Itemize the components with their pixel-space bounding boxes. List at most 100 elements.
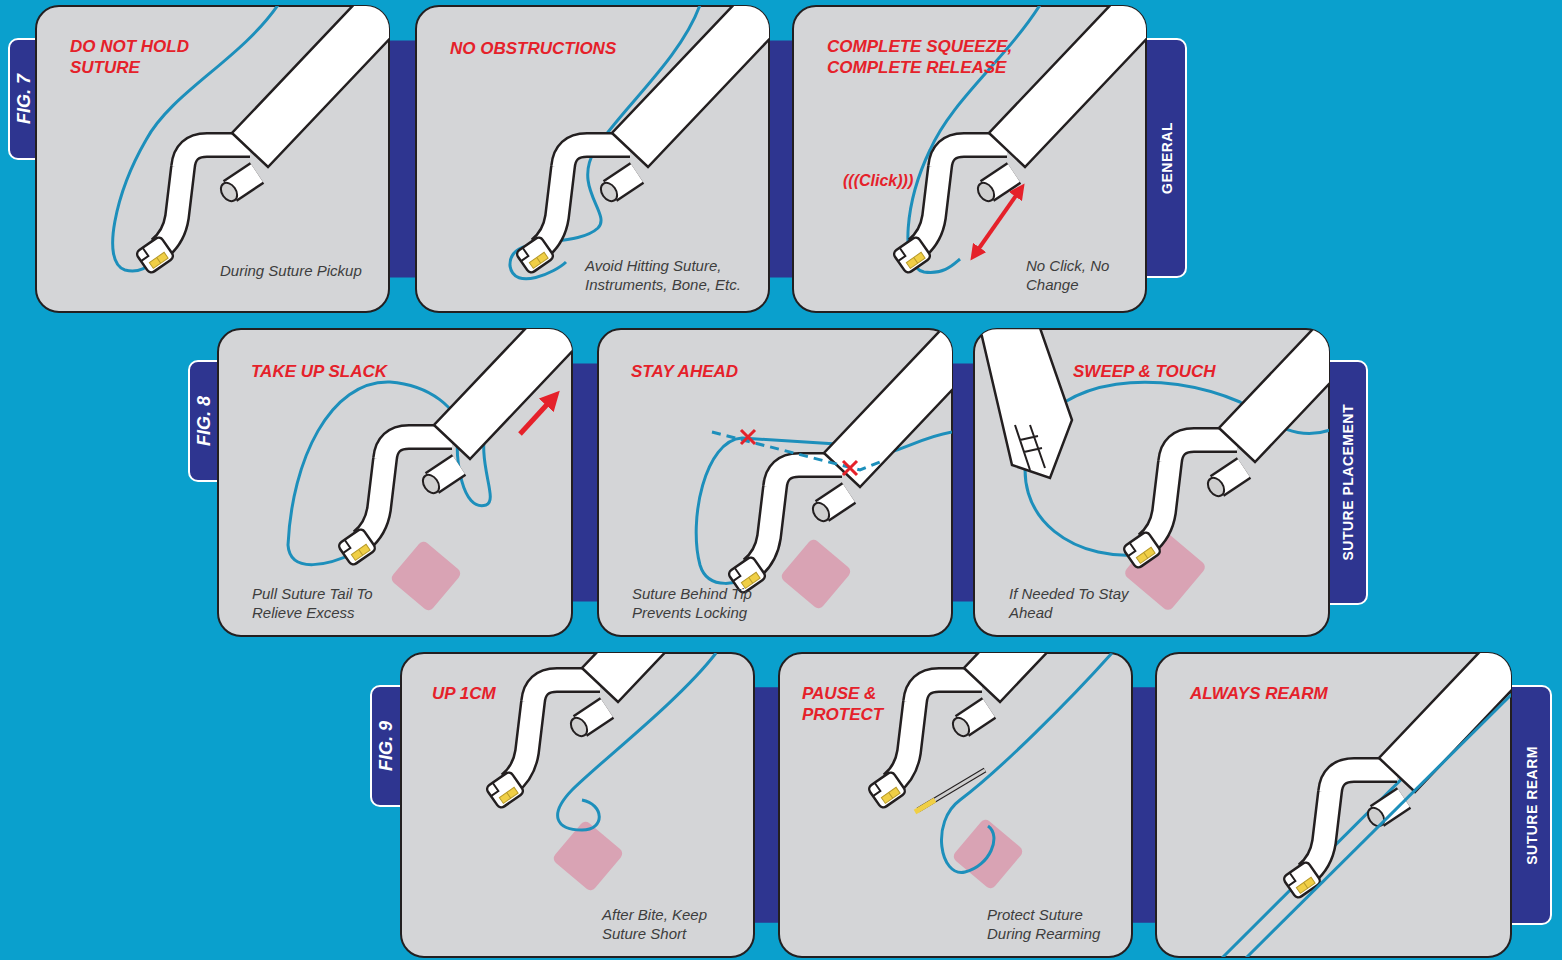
tab-label: FIG. 7 xyxy=(15,74,35,124)
panel-heading: SWEEP & TOUCH xyxy=(1073,362,1313,383)
panel-heading: DO NOT HOLD SUTURE xyxy=(70,37,220,78)
panel-caption: After Bite, Keep Suture Short xyxy=(602,906,742,944)
panel-illustration xyxy=(892,6,1146,274)
tissue-patch xyxy=(779,537,852,610)
suture-line xyxy=(1025,382,1329,555)
panel-connector xyxy=(573,364,597,602)
suture-instrument xyxy=(485,653,754,809)
text-slot: NO OBSTRUCTIONS xyxy=(450,39,750,60)
text-slot: During Suture Pickup xyxy=(220,262,380,281)
suture-instrument xyxy=(1122,329,1329,569)
suture-instrument xyxy=(515,6,769,274)
panel-heading: ALWAYS REARM xyxy=(1190,684,1490,705)
text-slot: If Needed To Stay Ahead xyxy=(1009,585,1129,623)
panel-connector xyxy=(755,687,778,923)
suture-line xyxy=(1246,694,1511,957)
grasper-jaw xyxy=(1015,425,1045,470)
suture-line xyxy=(558,653,716,830)
text-slot: SWEEP & TOUCH xyxy=(1073,362,1313,383)
panel-caption: During Suture Pickup xyxy=(220,262,380,281)
text-slot: STAY AHEAD xyxy=(631,362,931,383)
pull-arrow xyxy=(520,398,553,434)
instruction-panel: DO NOT HOLD SUTURE During Suture Pickup xyxy=(35,5,390,313)
panel-connector xyxy=(1133,687,1155,923)
tab-label: FIG. 9 xyxy=(377,721,397,771)
text-slot: Protect Suture During Rearming xyxy=(987,906,1122,944)
click-label: (((Click))) xyxy=(843,172,913,190)
text-slot: After Bite, Keep Suture Short xyxy=(602,906,742,944)
panel-illustration xyxy=(980,329,1329,612)
instruction-panel: STAY AHEAD Suture Behind Tip Prevents Loc… xyxy=(597,328,953,637)
panel-illustration xyxy=(113,6,389,274)
suture-path-dashed xyxy=(712,432,880,470)
needle-rod xyxy=(918,770,985,810)
tab-label: SUTURE PLACEMENT xyxy=(1341,404,1356,561)
tab-label: GENERAL xyxy=(1160,122,1175,194)
panel-illustration xyxy=(288,329,572,613)
tissue-patch xyxy=(551,819,624,892)
text-slot: DO NOT HOLD SUTURE xyxy=(70,37,220,78)
instruction-panel: UP 1CM After Bite, Keep Suture Short xyxy=(400,652,755,958)
suture-line xyxy=(696,432,952,583)
text-slot: Avoid Hitting Suture, Instruments, Bone,… xyxy=(585,257,760,295)
tab-label: FIG. 8 xyxy=(195,396,215,446)
panel-caption: Avoid Hitting Suture, Instruments, Bone,… xyxy=(585,257,760,295)
instruction-panel: COMPLETE SQUEEZE, COMPLETE RELEASE No Cli… xyxy=(792,5,1147,313)
grasper-instrument xyxy=(980,329,1072,478)
panel-connector xyxy=(953,364,973,602)
instruction-panel: NO OBSTRUCTIONS Avoid Hitting Suture, Ins… xyxy=(415,5,770,313)
suture-instrument xyxy=(1282,653,1511,899)
suture-line xyxy=(908,6,1040,273)
panel-heading: PAUSE & PROTECT xyxy=(802,684,912,725)
panel-caption: Suture Behind Tip Prevents Locking xyxy=(632,585,772,623)
panel-heading: NO OBSTRUCTIONS xyxy=(450,39,750,60)
panel-illustration xyxy=(867,653,1132,891)
panel-connector xyxy=(770,40,792,277)
suture-instrument xyxy=(337,329,572,566)
text-slot: TAKE UP SLACK xyxy=(251,362,551,383)
text-slot: PAUSE & PROTECT xyxy=(802,684,912,725)
panel-caption: If Needed To Stay Ahead xyxy=(1009,585,1129,623)
text-slot: COMPLETE SQUEEZE, COMPLETE RELEASE xyxy=(827,37,1062,78)
text-slot: Suture Behind Tip Prevents Locking xyxy=(632,585,772,623)
panel-illustration xyxy=(510,6,769,279)
needle-rod xyxy=(918,770,985,810)
panel-illustration xyxy=(1222,653,1511,957)
instruction-panel: TAKE UP SLACK Pull Suture Tail To Relieve… xyxy=(217,328,573,637)
panel-illustration xyxy=(696,329,952,611)
panel-heading: TAKE UP SLACK xyxy=(251,362,551,383)
text-slot: No Click, No Change xyxy=(1026,257,1111,295)
panel-heading: COMPLETE SQUEEZE, COMPLETE RELEASE xyxy=(827,37,1062,78)
panel-caption: Protect Suture During Rearming xyxy=(987,906,1122,944)
suture-instrument xyxy=(892,6,1146,274)
panel-caption: Pull Suture Tail To Relieve Excess xyxy=(252,585,392,623)
squeeze-arrow xyxy=(975,190,1020,254)
tissue-patch xyxy=(389,539,462,612)
suture-line xyxy=(1222,676,1505,957)
text-slot: ALWAYS REARM xyxy=(1190,684,1490,705)
tissue-patch xyxy=(951,817,1024,890)
suture-instrument xyxy=(135,6,389,274)
panel-heading: STAY AHEAD xyxy=(631,362,931,383)
instruction-panel: ALWAYS REARM xyxy=(1155,652,1512,958)
tab-label: SUTURE REARM xyxy=(1525,746,1540,865)
suture-line xyxy=(113,6,278,271)
suture-instrument xyxy=(867,653,1132,809)
tissue-patch xyxy=(1123,528,1208,613)
text-slot: Pull Suture Tail To Relieve Excess xyxy=(252,585,392,623)
text-slot: UP 1CM xyxy=(432,684,732,705)
suture-instrument xyxy=(727,329,952,594)
instruction-panel: SWEEP & TOUCH If Needed To Stay Ahead xyxy=(973,328,1330,637)
lock-mark xyxy=(741,430,857,475)
suture-line xyxy=(941,653,1112,872)
suture-line xyxy=(510,6,700,279)
panel-heading: UP 1CM xyxy=(432,684,732,705)
suture-line xyxy=(288,330,566,565)
needle-tip xyxy=(915,800,935,812)
panel-caption: No Click, No Change xyxy=(1026,257,1111,295)
panel-illustration xyxy=(485,653,754,893)
panel-connector xyxy=(390,40,415,277)
